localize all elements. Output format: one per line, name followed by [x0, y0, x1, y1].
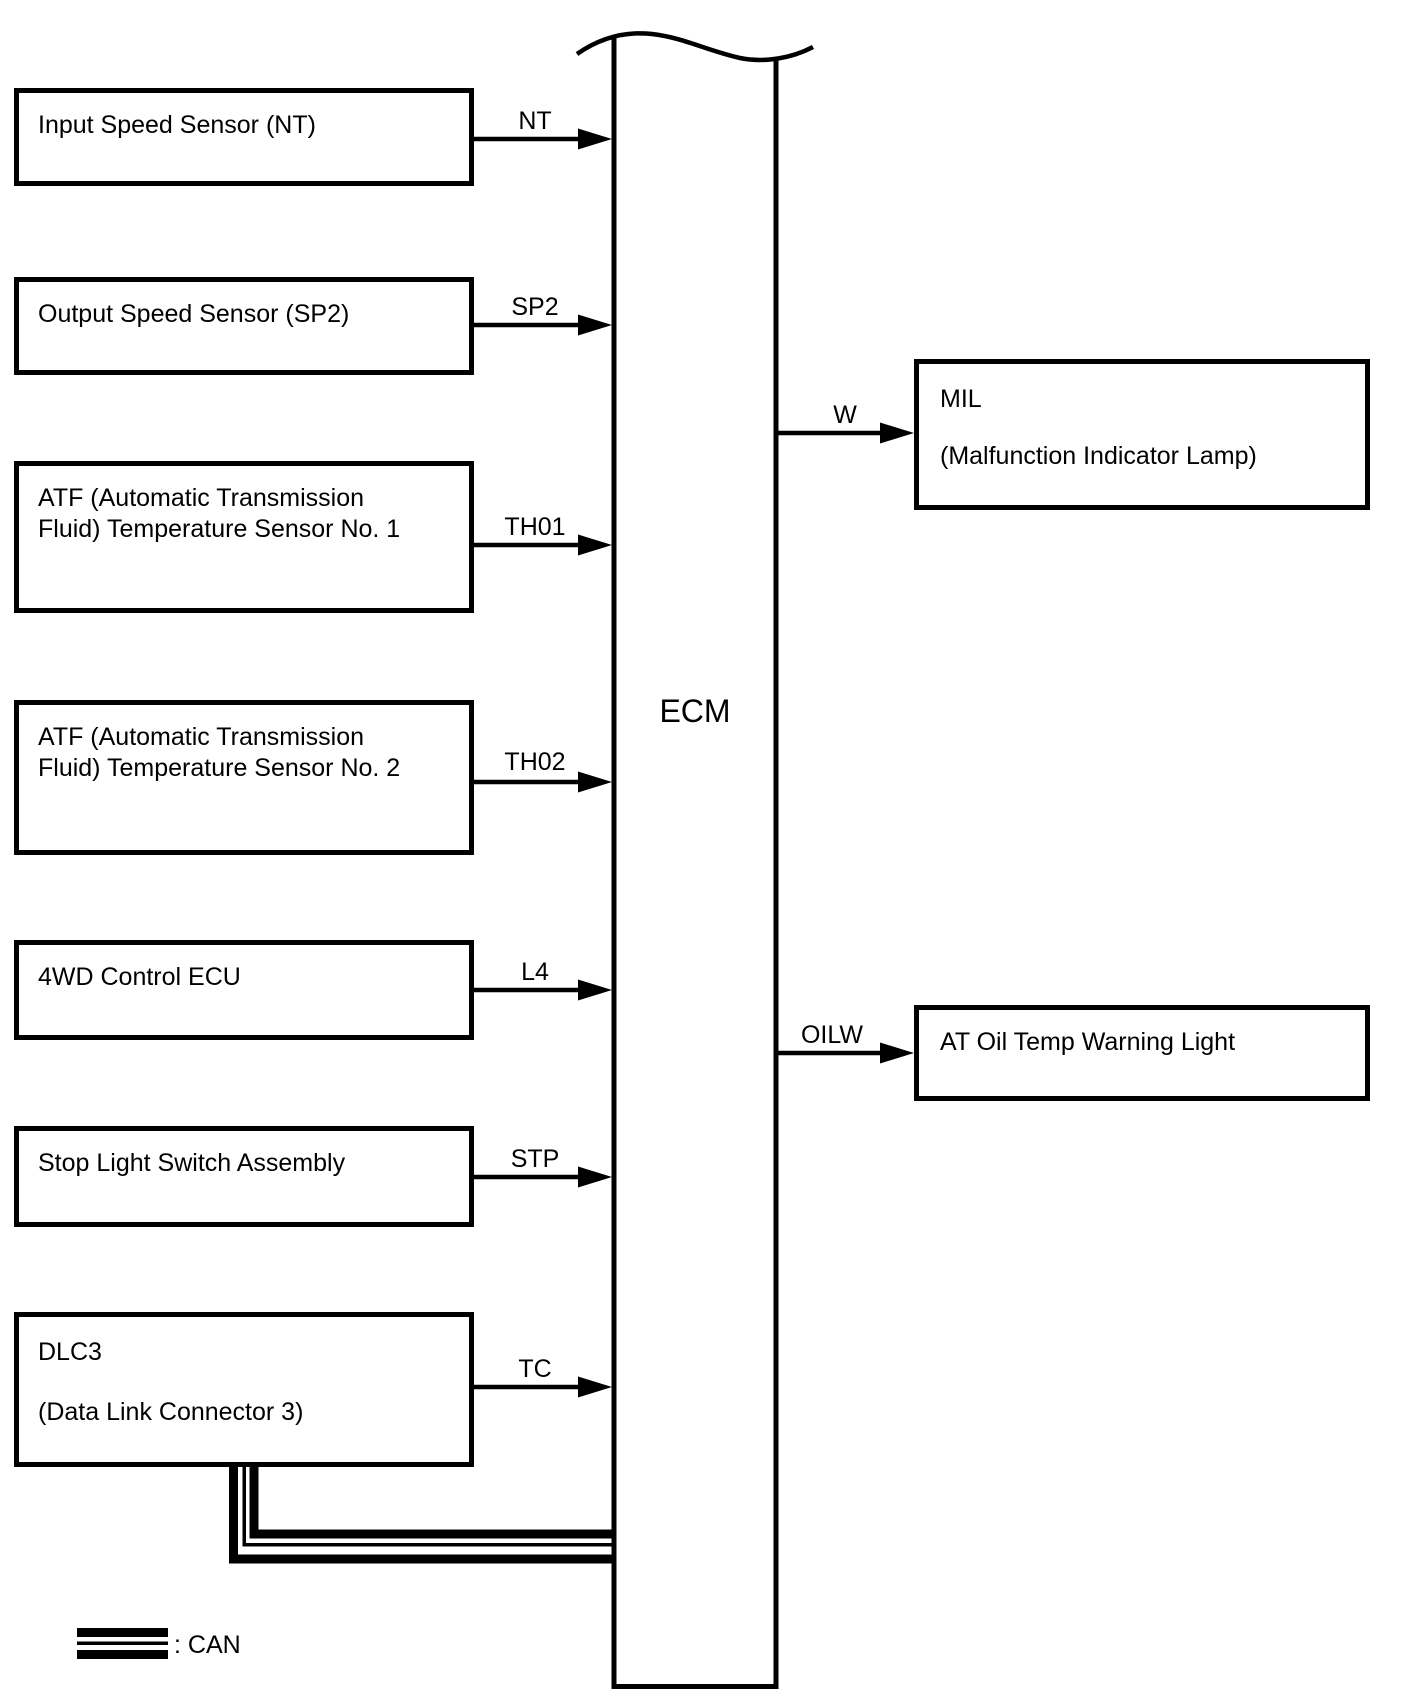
stop-light-switch-label: Stop Light Switch Assembly	[38, 1149, 346, 1177]
w-signal-label: W	[833, 401, 857, 429]
sp2-signal-label: SP2	[511, 293, 558, 321]
can-bus-vertical-outer	[229, 1464, 238, 1564]
atf-temperature-sensor-1-label-line2: Fluid) Temperature Sensor No. 1	[38, 515, 400, 543]
stp-signal-label: STP	[511, 1145, 560, 1173]
can-legend-bar-top	[77, 1628, 168, 1637]
input-atf-temperature-sensor-1: ATF (Automatic Transmission Fluid) Tempe…	[14, 461, 612, 613]
can-legend: : CAN	[77, 1628, 241, 1659]
can-bus-vertical-inner	[249, 1464, 259, 1539]
can-bus-horizontal-outer	[229, 1554, 614, 1564]
th02-arrowhead-icon	[578, 771, 612, 793]
4wd-control-ecu-box	[14, 940, 474, 1040]
4wd-control-ecu-label: 4WD Control ECU	[38, 963, 241, 991]
input-input-speed-sensor: Input Speed Sensor (NT) NT	[14, 88, 612, 186]
input-speed-sensor-label: Input Speed Sensor (NT)	[38, 111, 316, 139]
sp2-arrowhead-icon	[578, 314, 612, 336]
dlc3-box	[14, 1312, 474, 1467]
stp-arrowhead-icon	[578, 1166, 612, 1188]
l4-arrowhead-icon	[578, 979, 612, 1001]
dlc3-label-line1: DLC3	[38, 1338, 102, 1366]
at-oil-temp-warning-light-label: AT Oil Temp Warning Light	[940, 1028, 1235, 1056]
nt-signal-label: NT	[518, 107, 551, 135]
input-4wd-control-ecu: 4WD Control ECU L4	[14, 940, 612, 1040]
atf-temperature-sensor-2-box	[14, 700, 474, 855]
atf-temperature-sensor-1-box	[14, 461, 474, 613]
l4-signal-label: L4	[521, 958, 549, 986]
ecm-label: ECM	[659, 693, 730, 729]
ecm-block: ECM	[575, 31, 815, 1689]
input-dlc3: DLC3 (Data Link Connector 3) TC	[14, 1312, 612, 1467]
output-speed-sensor-label: Output Speed Sensor (SP2)	[38, 300, 349, 328]
stop-light-switch-box	[14, 1126, 474, 1227]
atf-temperature-sensor-2-label-line2: Fluid) Temperature Sensor No. 2	[38, 754, 400, 782]
atf-temperature-sensor-1-label-line1: ATF (Automatic Transmission	[38, 484, 364, 512]
can-legend-label: : CAN	[174, 1631, 241, 1659]
input-output-speed-sensor: Output Speed Sensor (SP2) SP2	[14, 277, 612, 375]
mil-label-line1: MIL	[940, 385, 982, 413]
mil-box	[914, 359, 1370, 510]
w-arrowhead-icon	[880, 422, 914, 444]
can-bus-horizontal-middle	[242, 1543, 614, 1547]
nt-arrowhead-icon	[578, 128, 612, 150]
output-mil: MIL (Malfunction Indicator Lamp) W	[777, 359, 1370, 510]
at-oil-temp-warning-light-box	[914, 1005, 1370, 1101]
input-speed-sensor-box	[14, 88, 474, 186]
can-bus-vertical-middle	[242, 1464, 246, 1547]
oilw-arrowhead-icon	[880, 1042, 914, 1064]
atf-temperature-sensor-2-label-line1: ATF (Automatic Transmission	[38, 723, 364, 751]
input-atf-temperature-sensor-2: ATF (Automatic Transmission Fluid) Tempe…	[14, 700, 612, 855]
ecm-break-wave-icon	[575, 31, 815, 63]
output-at-oil-temp-warning-light: AT Oil Temp Warning Light OILW	[777, 1005, 1370, 1101]
tc-signal-label: TC	[518, 1355, 551, 1383]
can-bus-horizontal-inner	[249, 1529, 614, 1539]
can-legend-bar-middle	[77, 1641, 168, 1645]
can-bus	[229, 1464, 614, 1564]
input-stop-light-switch: Stop Light Switch Assembly STP	[14, 1126, 612, 1227]
th01-arrowhead-icon	[578, 534, 612, 556]
can-legend-bar-bottom	[77, 1650, 168, 1659]
th01-signal-label: TH01	[504, 513, 565, 541]
mil-label-line2: (Malfunction Indicator Lamp)	[940, 442, 1257, 470]
output-speed-sensor-box	[14, 277, 474, 375]
oilw-signal-label: OILW	[801, 1021, 863, 1049]
tc-arrowhead-icon	[578, 1376, 612, 1398]
th02-signal-label: TH02	[504, 748, 565, 776]
dlc3-label-line2: (Data Link Connector 3)	[38, 1398, 303, 1426]
